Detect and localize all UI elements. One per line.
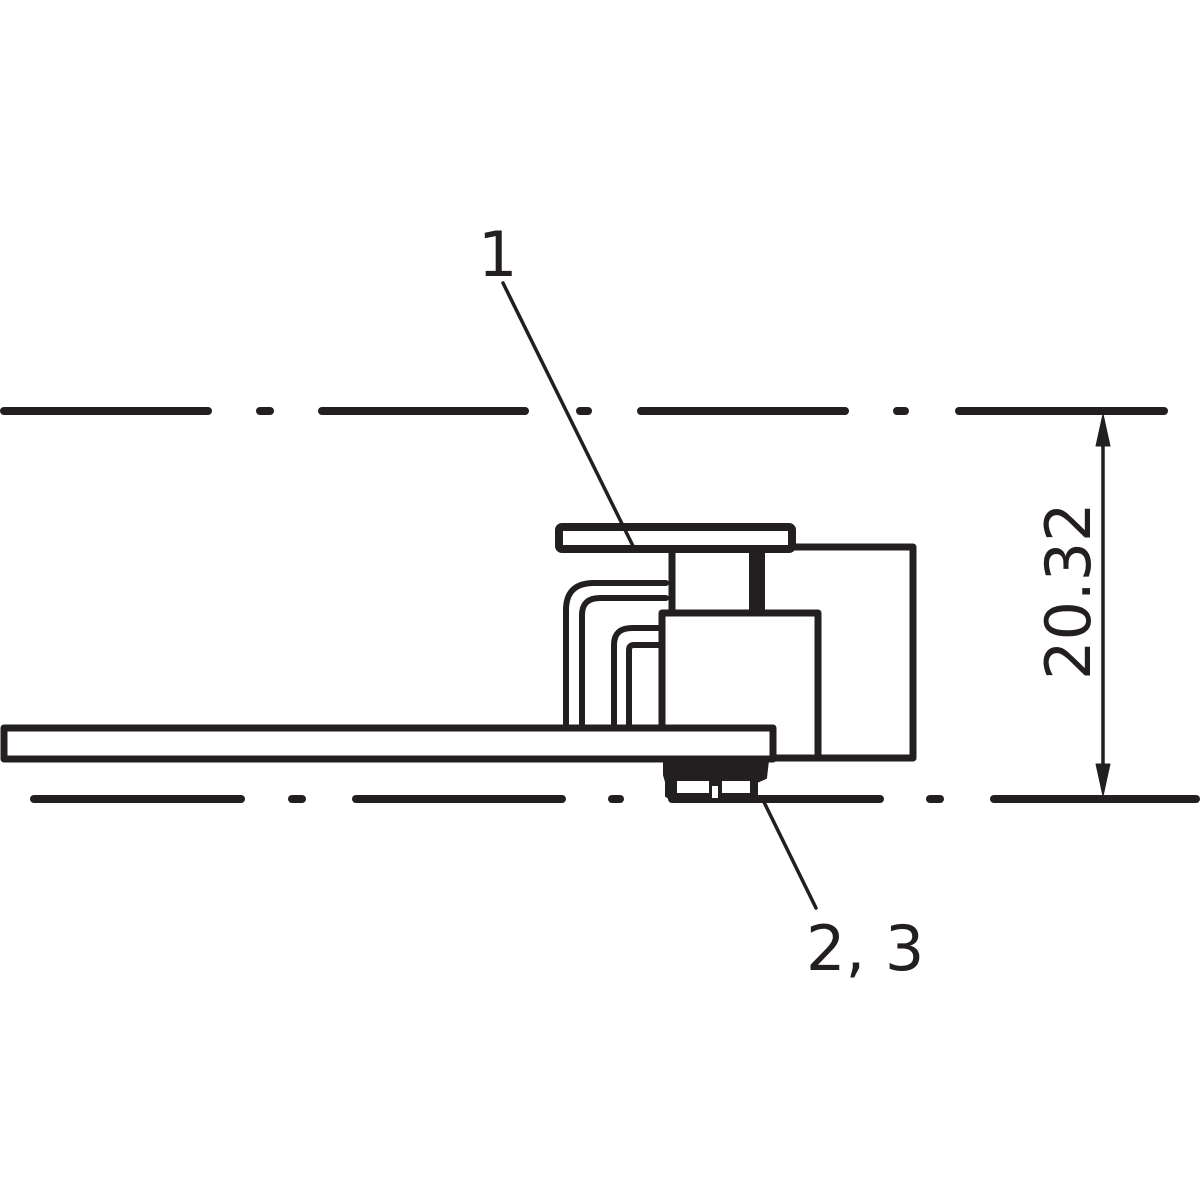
- housing-body: [658, 609, 822, 762]
- housing-outer: [769, 543, 917, 762]
- leader-line-2-3: [760, 796, 818, 910]
- dimension-value: 20.32: [1032, 503, 1105, 681]
- leader-line-1: [501, 281, 635, 548]
- pcb-board: [0, 724, 777, 763]
- callout-label-1: 1: [478, 218, 517, 291]
- callout-label-2-3: 2, 3: [806, 912, 924, 985]
- bottom-clip: [663, 759, 769, 801]
- dimension-line: [1095, 413, 1111, 797]
- connector-flange: [555, 523, 796, 553]
- header-posts: [668, 546, 765, 617]
- bent-leads: [563, 580, 669, 731]
